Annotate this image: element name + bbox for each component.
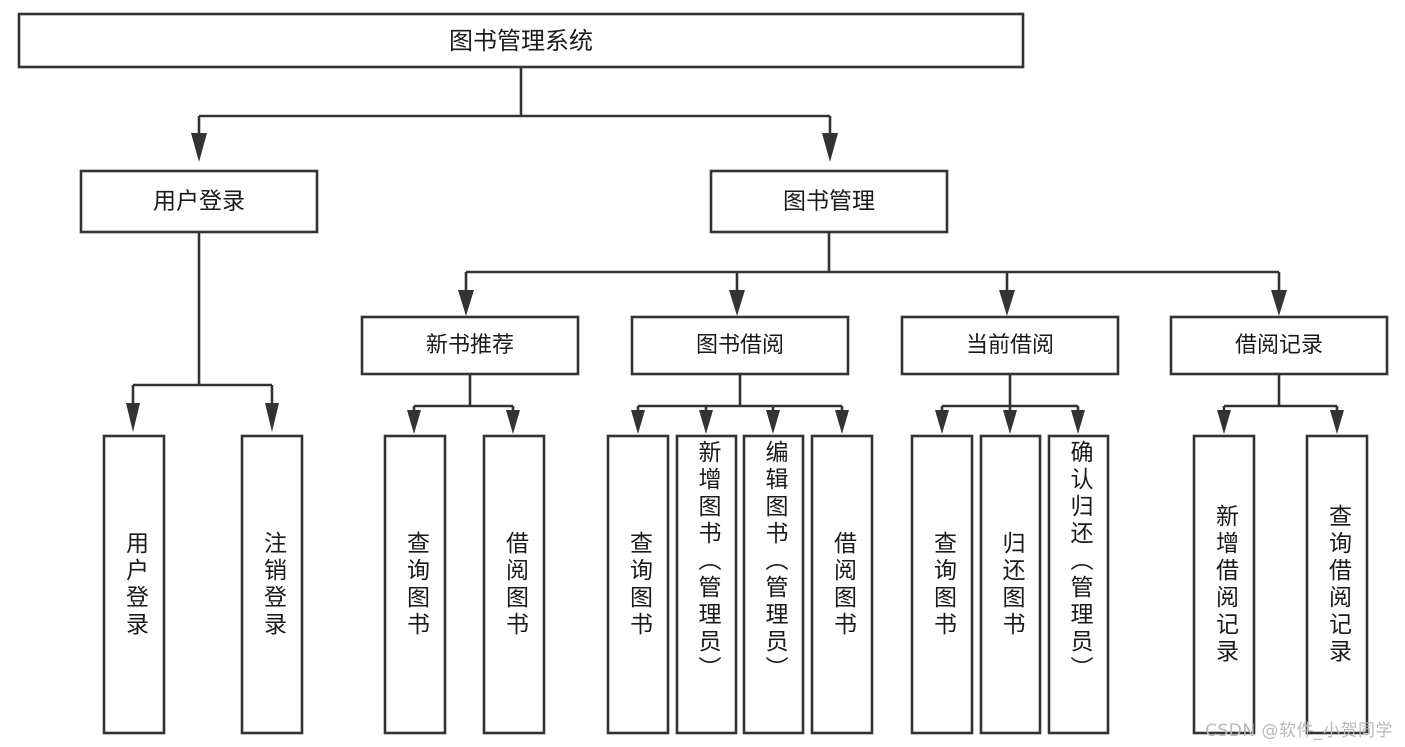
leaf-add-record-box[interactable] <box>1192 434 1256 735</box>
node-book-manage-box <box>709 169 949 234</box>
node-borrow-record-box <box>1169 315 1389 376</box>
leaf-user-login-box[interactable] <box>102 434 166 735</box>
node-new-book-rec[interactable]: 新书推荐 <box>360 315 580 376</box>
leaf-add-book-box[interactable] <box>675 434 738 735</box>
watermark-text: CSDN @软件_小贺同学 <box>1205 721 1393 741</box>
leaf-return-book-box[interactable] <box>979 434 1042 735</box>
node-root-box <box>17 12 1025 69</box>
node-user-login[interactable]: 用户登录 <box>79 169 319 234</box>
leaf-query-record-box[interactable] <box>1305 434 1369 735</box>
node-book-borrow-box <box>630 315 850 376</box>
arrowhead-leaf-edit-book <box>766 410 780 434</box>
node-book-manage[interactable]: 图书管理 <box>709 169 949 234</box>
node-user-login-label: 用户登录 <box>153 189 245 215</box>
arrowhead-new-book-rec <box>458 290 474 316</box>
node-book-borrow[interactable]: 图书借阅 <box>630 315 850 376</box>
arrowhead-book-borrow <box>729 290 745 316</box>
leaf-confirm-return-box[interactable] <box>1047 434 1110 735</box>
arrowhead-book-manage <box>822 133 838 162</box>
leaf-borrow-book-1-box[interactable] <box>482 434 546 735</box>
node-borrow-record-label: 借阅记录 <box>1235 333 1323 358</box>
node-root[interactable]: 图书管理系统 <box>17 12 1025 69</box>
arrowhead-leaf-confirm-return <box>1071 410 1085 434</box>
leaf-query-book-2-box[interactable] <box>606 434 670 735</box>
leaf-borrow-book-2-box[interactable] <box>810 434 874 735</box>
arrowhead-leaf-borrow-book-2 <box>835 410 849 434</box>
arrowhead-leaf-query-book-2 <box>631 410 645 434</box>
arrowhead-leaf-logout <box>265 403 279 432</box>
arrowhead-leaf-return-book <box>1003 410 1017 434</box>
arrowhead-leaf-borrow-book-1 <box>506 410 520 434</box>
arrowhead-current-borrow <box>999 290 1015 316</box>
arrowhead-borrow-record <box>1271 290 1287 316</box>
node-current-borrow-box <box>900 315 1120 376</box>
arrowhead-leaf-query-book-3 <box>935 410 949 434</box>
arrowhead-leaf-add-book <box>699 410 713 434</box>
arrowhead-leaf-query-book-1 <box>407 410 421 434</box>
leaf-edit-book-box[interactable] <box>742 434 805 735</box>
leaf-logout-box[interactable] <box>240 434 304 735</box>
leaf-query-book-1-box[interactable] <box>383 434 447 735</box>
node-book-manage-label: 图书管理 <box>783 189 875 215</box>
node-current-borrow-label: 当前借阅 <box>966 333 1054 358</box>
node-book-borrow-label: 图书借阅 <box>696 333 784 358</box>
arrowhead-leaf-query-record <box>1330 410 1344 434</box>
node-borrow-record[interactable]: 借阅记录 <box>1169 315 1389 376</box>
node-root-label: 图书管理系统 <box>449 27 593 55</box>
node-new-book-rec-box <box>360 315 580 376</box>
leaf-query-book-3-box[interactable] <box>910 434 974 735</box>
node-current-borrow[interactable]: 当前借阅 <box>900 315 1120 376</box>
node-new-book-rec-label: 新书推荐 <box>426 333 514 358</box>
arrowhead-user-login <box>191 133 207 162</box>
arrowhead-leaf-add-record <box>1217 410 1231 434</box>
arrowhead-leaf-user-login <box>126 403 140 432</box>
